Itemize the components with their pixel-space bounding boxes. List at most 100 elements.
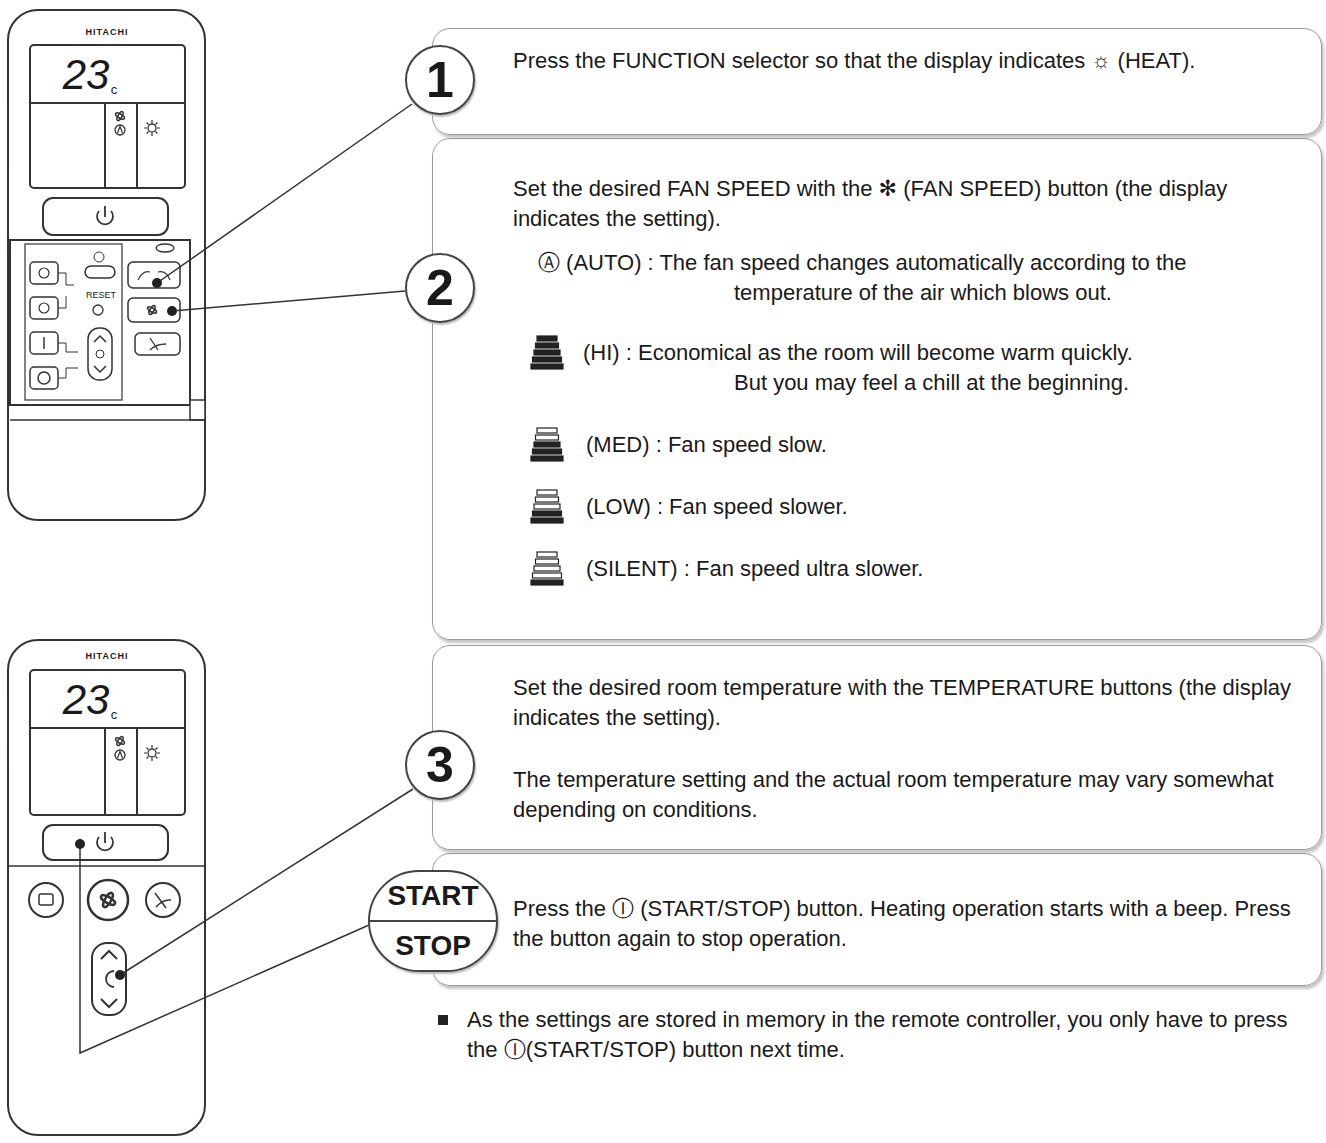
remote-controller <box>39 268 49 278</box>
remote-controller <box>30 102 185 104</box>
fan-speed-bar <box>533 449 562 454</box>
remote-controller <box>25 244 122 400</box>
fan-speed-icon <box>531 552 563 585</box>
callout-number: 3 <box>405 730 475 800</box>
remote-controller <box>96 350 104 358</box>
leader-line <box>172 291 405 311</box>
remote-controller <box>104 728 106 815</box>
fan-speed-bar <box>536 559 559 564</box>
step-number: 1 <box>426 55 454 105</box>
remote-controller <box>8 10 205 520</box>
remote-controller <box>94 252 104 262</box>
remote-controller <box>115 750 125 760</box>
instruction-text: (SILENT) : Fan speed ultra slower. <box>513 554 1297 584</box>
remote-controller <box>8 640 205 1135</box>
fan-speed-icon <box>531 490 563 523</box>
remote-controller <box>10 419 205 421</box>
remote-controller <box>38 372 50 384</box>
remote-controller <box>115 125 125 135</box>
instruction-text: (LOW) : Fan speed slower. <box>513 492 1297 522</box>
instruction-box: Set the desired FAN SPEED with the ✻ (FA… <box>432 138 1322 640</box>
instruction-text: Set the desired FAN SPEED with the ✻ (FA… <box>513 174 1297 234</box>
button-label: START <box>370 872 496 922</box>
fan-speed-bar <box>536 343 559 348</box>
instruction-text: Press the Ⓘ (START/STOP) button. Heating… <box>513 894 1297 954</box>
fan-speed-bar <box>533 573 562 578</box>
fan-speed-bar <box>536 435 559 440</box>
fan-speed-bar <box>534 442 560 447</box>
remote-controller <box>115 112 126 120</box>
remote-controller <box>39 894 53 905</box>
fan-speed-icon <box>531 336 563 585</box>
display-unit: c <box>111 708 118 722</box>
fan-speed-bar <box>531 518 563 523</box>
fan-speed-bar <box>534 566 560 571</box>
remote-controller <box>101 951 117 1007</box>
display-temperature: 23 <box>63 677 110 723</box>
remote-controller <box>150 338 166 350</box>
remote-controller <box>148 749 156 757</box>
start-stop-badge: STARTSTOP <box>368 870 498 972</box>
fan-speed-bar <box>536 497 559 502</box>
remote-controller <box>128 262 180 288</box>
remote-controller <box>94 336 106 372</box>
display-unit: c <box>111 83 118 97</box>
remote-controller <box>135 333 180 355</box>
brand-name: HITACHI <box>86 28 129 38</box>
remote-controller <box>43 337 45 349</box>
remote-controller <box>104 206 106 217</box>
bullet-square <box>438 1015 448 1025</box>
leader-dot <box>152 278 162 288</box>
button-label: RESET <box>86 291 116 301</box>
remote-controller <box>144 120 160 136</box>
remote-controller <box>93 305 103 315</box>
fan-speed-bar <box>534 504 560 509</box>
remote-controller <box>128 298 180 322</box>
remote-controller <box>148 124 156 132</box>
instruction-text: The temperature setting and the actual r… <box>513 765 1297 825</box>
leader-line <box>75 104 413 1053</box>
leader-dot <box>115 970 125 980</box>
fan-speed-bar <box>537 336 557 341</box>
remote-controller <box>8 640 205 1135</box>
remote-controller <box>10 240 190 405</box>
instruction-text: (HI) : Economical as the room will becom… <box>513 338 1297 368</box>
button-label: STOP <box>370 922 496 970</box>
fan-speed-icon <box>531 428 563 461</box>
remote-controller <box>8 865 205 867</box>
remote-controller <box>115 737 126 745</box>
instruction-text: (MED) : Fan speed slow. <box>513 430 1297 460</box>
instruction-box: Set the desired room temperature with th… <box>432 645 1322 850</box>
remote-controller <box>30 367 58 389</box>
remote-controller <box>30 727 185 729</box>
remote-controller <box>156 244 174 252</box>
callout-number: 1 <box>405 45 475 115</box>
remote-controller <box>43 198 168 235</box>
remote-controller <box>30 332 58 354</box>
remote-controller <box>136 728 138 815</box>
remote-controller <box>30 297 58 319</box>
remote-controller <box>88 328 112 380</box>
remote-controller <box>106 971 114 987</box>
remote-controller <box>88 880 128 920</box>
callout-number: 2 <box>405 253 475 323</box>
instruction-box: Press the Ⓘ (START/STOP) button. Heating… <box>432 853 1322 986</box>
remote-controller <box>29 883 63 917</box>
remote-controller <box>118 127 123 134</box>
fan-speed-bar <box>537 552 557 557</box>
note-text: As the settings are stored in memory in … <box>467 1005 1322 1065</box>
fan-speed-bar <box>533 357 562 362</box>
remote-controller <box>115 111 126 122</box>
remote-controller <box>43 825 168 860</box>
remote-controller <box>104 832 106 843</box>
remote-controller <box>100 892 117 909</box>
remote-controller <box>39 303 49 313</box>
fan-speed-bar <box>537 428 557 433</box>
leader-dot <box>167 306 177 316</box>
leader-line <box>80 844 369 1053</box>
fan-speed-icon <box>531 336 563 369</box>
fan-speed-bar <box>534 350 560 355</box>
step-number: 2 <box>426 263 454 313</box>
remote-controller <box>30 262 58 284</box>
remote-controller <box>30 670 185 815</box>
